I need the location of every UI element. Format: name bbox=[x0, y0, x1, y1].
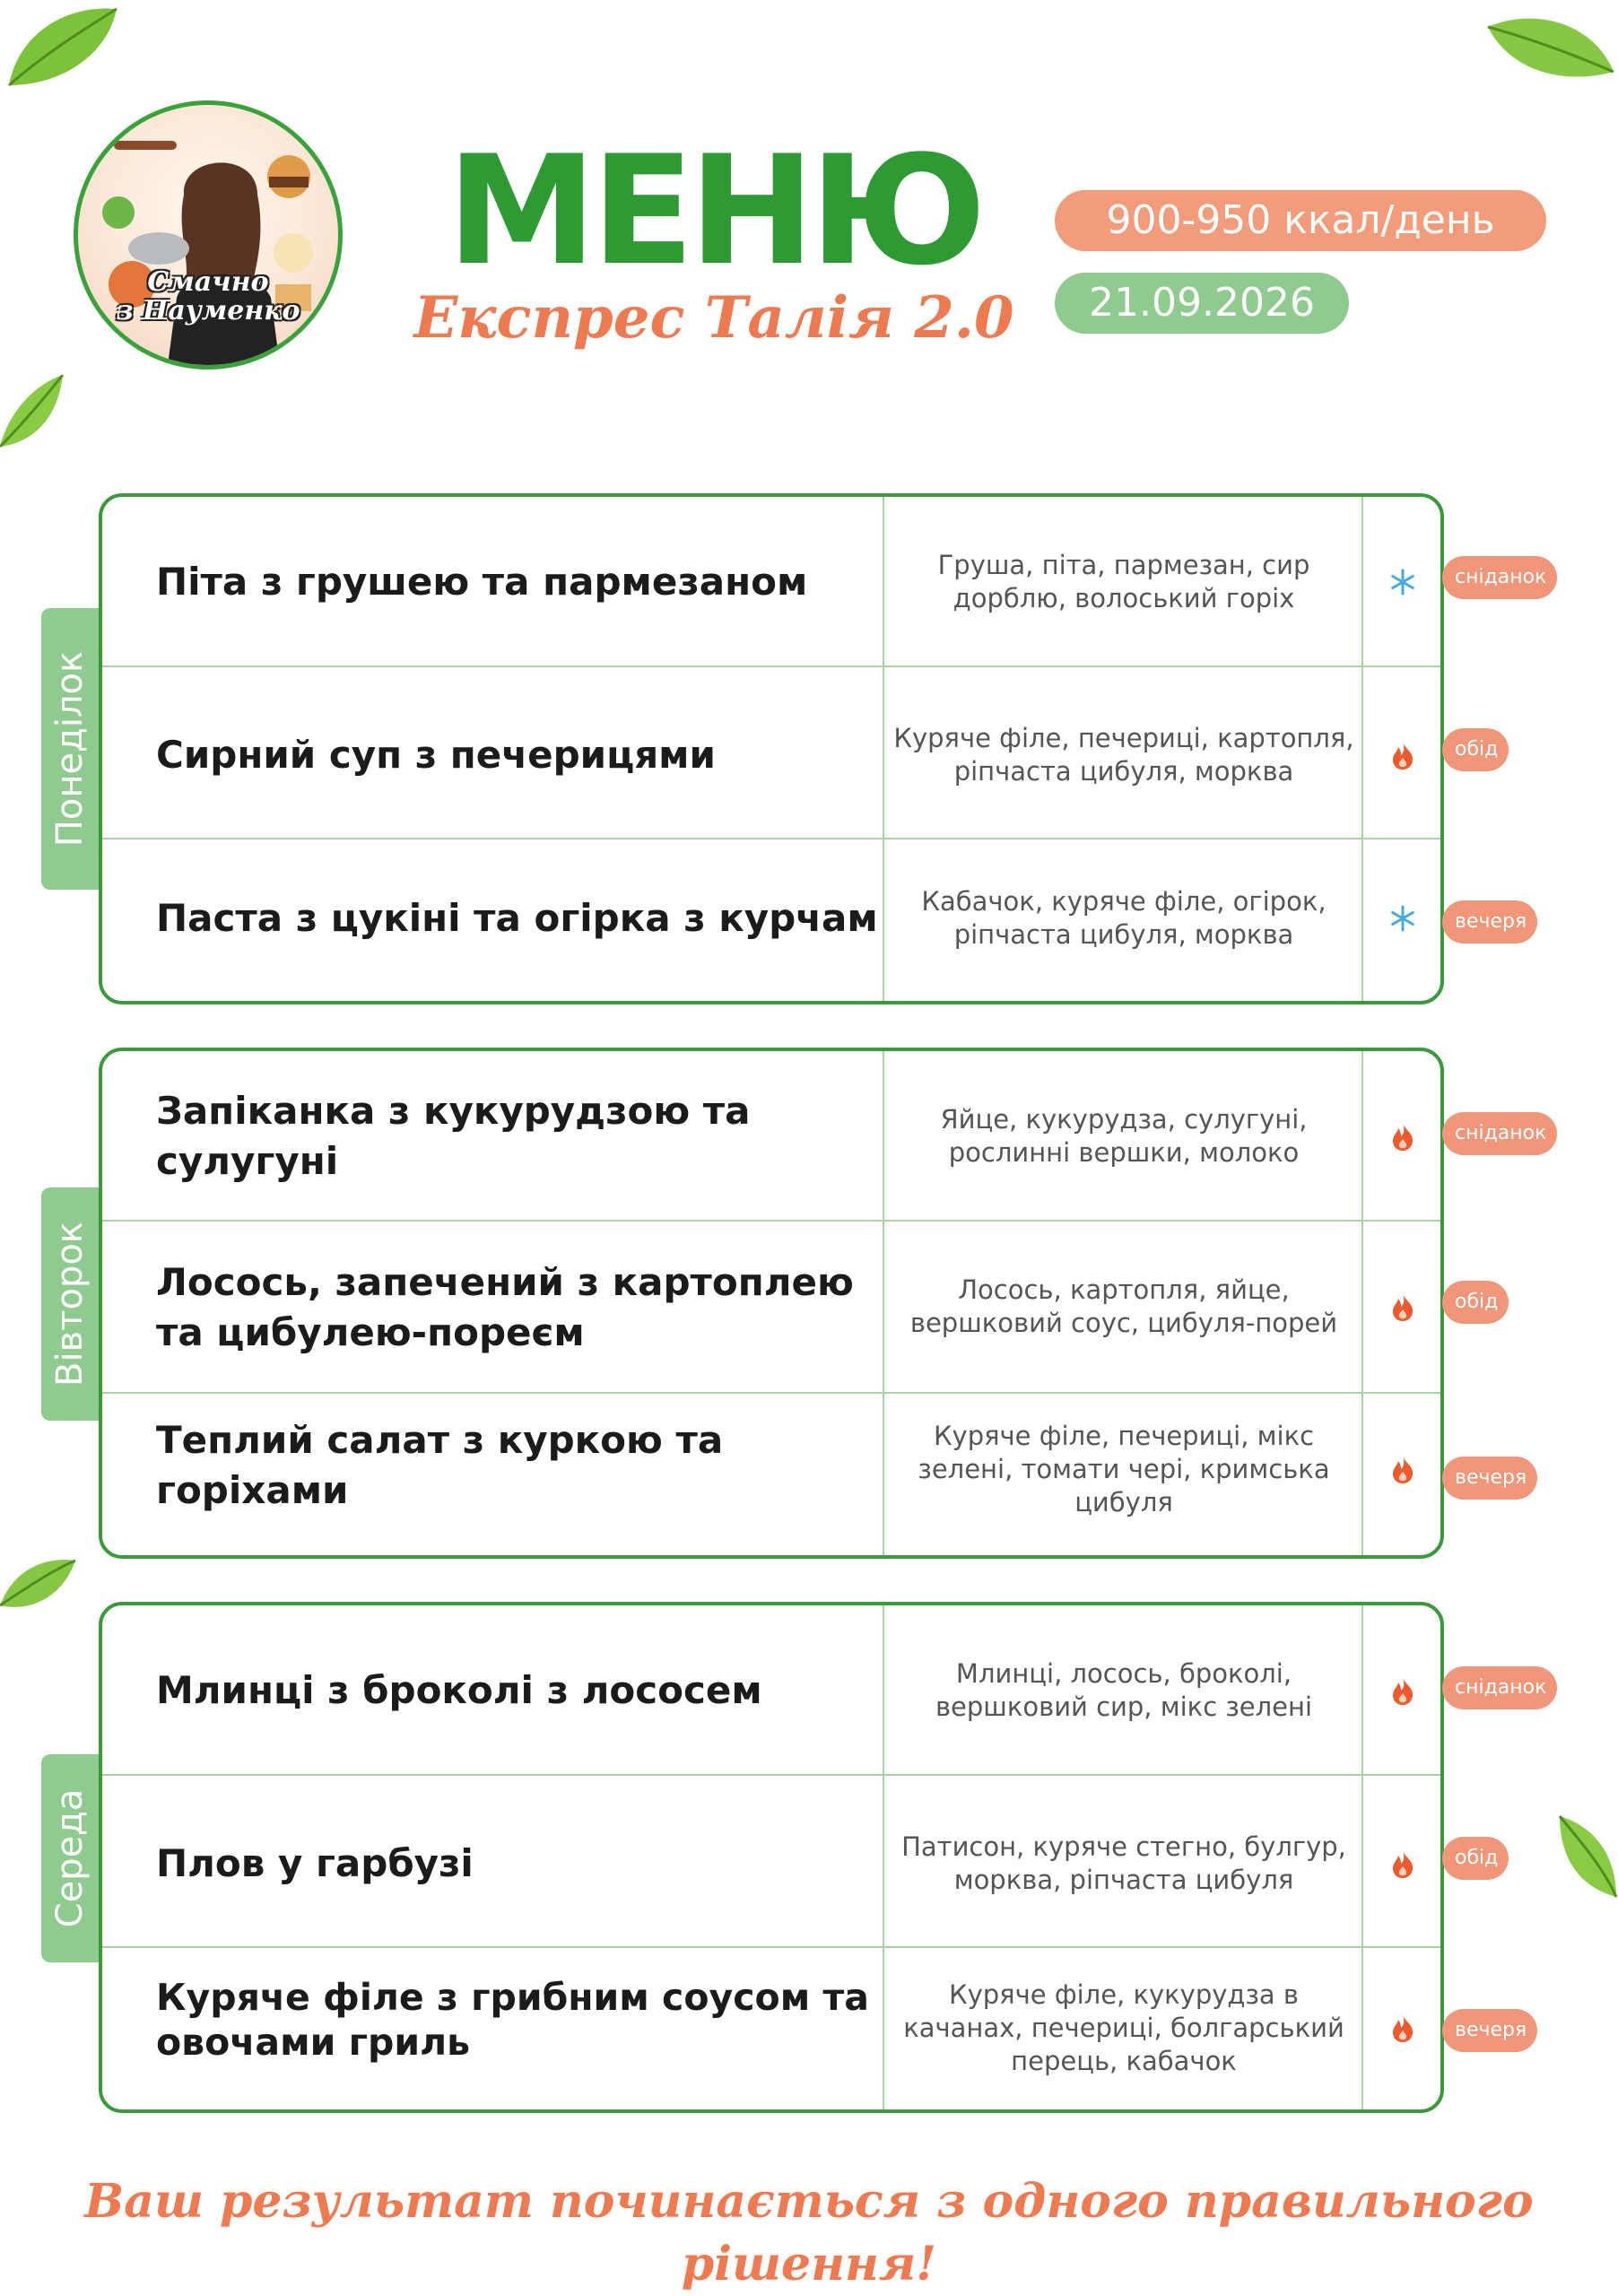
dish-name: Лосось, запечений з картоплею та цибулею… bbox=[156, 1260, 854, 1354]
dish-name: Плов у гарбузі bbox=[156, 1841, 474, 1885]
dish-ingredients: Груша, піта, пармезан, сир дорблю, волос… bbox=[937, 550, 1310, 613]
dish-name: Паста з цукіні та огірка з курчам bbox=[156, 896, 878, 940]
day-tab-tuesday: Вівторок bbox=[41, 1187, 99, 1421]
calories-badge: 900-950 ккал/день bbox=[1055, 190, 1546, 251]
meal-badge: сніданок bbox=[1442, 556, 1558, 599]
dish-name: Млинці з броколі з лососем bbox=[156, 1668, 762, 1712]
day-card-monday: Піта з грушею та пармезаном Груша, піта,… bbox=[99, 493, 1444, 1004]
leaf-left-lower-icon bbox=[0, 1559, 76, 1607]
fire-icon bbox=[1378, 1239, 1428, 1374]
snowflake-icon bbox=[1378, 863, 1428, 974]
snowflake-icon bbox=[1378, 533, 1428, 631]
dish-ingredients: Патисон, куряче стегно, булгур, морква, … bbox=[901, 1831, 1346, 1895]
day-card-wednesday: Млинці з броколі з лососем Млинці, лосос… bbox=[99, 1602, 1444, 2113]
meal-badge: обід bbox=[1442, 728, 1509, 771]
logo-text-line1: Смачно bbox=[147, 266, 269, 298]
day-label: Вівторок bbox=[49, 1222, 91, 1387]
dish-ingredients: Куряче філе, печериці, картопля, ріпчаст… bbox=[893, 723, 1354, 787]
meal-badge: вечеря bbox=[1442, 900, 1538, 944]
day-label: Понеділок bbox=[49, 650, 91, 848]
fire-icon bbox=[1378, 1087, 1428, 1186]
day-tab-wednesday: Середа bbox=[41, 1754, 99, 1962]
day-tab-monday: Понеділок bbox=[41, 608, 99, 890]
fire-icon bbox=[1378, 1641, 1428, 1740]
fire-icon bbox=[1378, 1406, 1428, 1532]
footer-slogan: Ваш результат починається з одного прави… bbox=[84, 2174, 1534, 2292]
leaf-top-left-icon bbox=[8, 7, 117, 87]
meal-badge: обід bbox=[1442, 1281, 1509, 1324]
dish-ingredients: Яйце, кукурудза, сулугуні, рослинні верш… bbox=[940, 1104, 1308, 1168]
dish-name: Запіканка з кукурудзою та сулугуні bbox=[156, 1089, 751, 1183]
day-label: Середа bbox=[49, 1788, 91, 1928]
dish-ingredients: Куряче філе, печериці, мікс зелені, тома… bbox=[918, 1420, 1330, 1518]
page-subtitle: Експрес Талія 2.0 bbox=[413, 284, 1014, 352]
dish-name: Куряче філе з грибним соусом та овочами … bbox=[156, 1976, 869, 2064]
meal-badge: сніданок bbox=[1442, 1666, 1558, 1709]
dish-ingredients: Лосось, картопля, яйце, вершковий соус, … bbox=[909, 1274, 1338, 1338]
meal-badge: сніданок bbox=[1442, 1112, 1558, 1155]
leaf-top-right-icon bbox=[1487, 18, 1614, 77]
day-card-tuesday: Запіканка з кукурудзою та сулугуні Яйце,… bbox=[99, 1048, 1444, 1559]
leaf-left-upper-icon bbox=[0, 375, 65, 448]
logo-text-line2: з Науменко bbox=[116, 295, 300, 326]
date-badge: 21.09.2026 bbox=[1055, 273, 1349, 334]
dish-name: Сирний суп з печерицями bbox=[156, 733, 716, 777]
meal-badge: обід bbox=[1442, 1837, 1509, 1880]
brand-logo: Смачно з Науменко bbox=[74, 100, 343, 370]
fire-icon bbox=[1378, 701, 1428, 809]
dish-ingredients: Куряче філе, кукурудза в качанах, печери… bbox=[903, 1979, 1344, 2076]
page-title: МЕНЮ bbox=[447, 123, 987, 299]
logo-illustration-icon bbox=[102, 141, 313, 365]
meal-badge: вечеря bbox=[1442, 1457, 1538, 1500]
dish-name: Теплий салат з куркою та горіхами bbox=[156, 1418, 724, 1512]
fire-icon bbox=[1378, 1810, 1428, 1918]
fire-icon bbox=[1378, 1953, 1428, 2102]
dish-ingredients: Кабачок, куряче філе, огірок, ріпчаста ц… bbox=[921, 886, 1327, 950]
leaf-right-lower-icon bbox=[1558, 1815, 1618, 1898]
dish-ingredients: Млинці, лосось, броколі, вершковий сир, … bbox=[935, 1658, 1313, 1722]
dish-name: Піта з грушею та пармезаном bbox=[156, 560, 808, 604]
meal-badge: вечеря bbox=[1442, 2009, 1538, 2052]
